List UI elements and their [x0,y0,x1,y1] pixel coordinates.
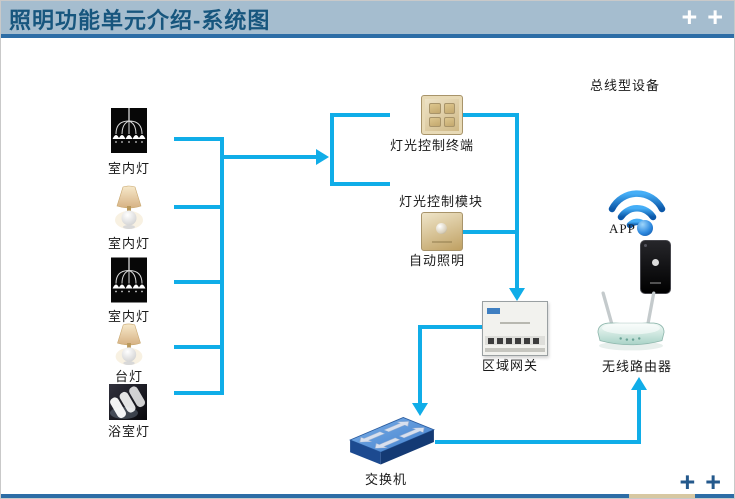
table-lamp-icon [115,323,143,366]
lamp-label: 室内灯 [107,236,150,251]
connector-line [174,391,221,395]
bracket-line [330,182,390,186]
page-title: 照明功能单元介绍-系统图 [9,8,271,33]
connector-line [435,440,641,444]
plus-icon[interactable]: + [707,2,723,32]
table-lamp-icon [115,185,143,229]
lamp-label: 室内灯 [107,161,150,176]
auto-lighting-sensor-icon [421,212,463,251]
header-plus-group: + + [681,1,723,34]
smartphone-icon [640,240,671,294]
plus-icon[interactable]: + [705,467,721,497]
app-sphere-icon [637,220,653,236]
footer-accent [629,494,695,498]
gateway-chip [487,308,500,314]
panel-button [443,103,455,114]
footer-bar [1,494,734,498]
chandelier-icon [111,108,147,153]
bathroom-light-icon [109,384,147,420]
connector-line [174,280,221,284]
connector-line [174,345,221,349]
arrow-head-down [509,288,525,301]
bracket-line [330,113,334,186]
plus-icon[interactable]: + [681,2,698,32]
connector-line [461,230,517,234]
wireless-router-icon [597,291,665,351]
connector-trunk-line [220,137,224,395]
control-terminal-label: 灯光控制终端 [389,138,474,153]
title-bar: 照明功能单元介绍-系统图 + + [1,1,734,34]
apple-logo [651,258,659,266]
gateway-terminal-strip [485,336,545,345]
lamp-label: 台灯 [114,369,143,384]
connector-line [174,137,221,141]
light-control-terminal-icon [421,95,463,135]
connector-line [418,325,422,404]
sensor-mark [432,240,452,243]
phone-camera [644,244,647,247]
connector-line [515,113,519,289]
chandelier-icon [111,257,147,303]
gateway-device-icon [482,301,548,356]
switch-label: 交换机 [364,472,407,487]
gateway-foot [485,348,545,352]
lamp-label: 浴室灯 [107,424,150,439]
bracket-line [330,113,390,117]
connector-line [174,205,221,209]
arrow-head-right [316,149,329,165]
connector-line [637,390,641,444]
footer-plus-group: + + [679,469,721,496]
connector-line [463,113,517,117]
gateway-label: 区域网关 [481,358,538,373]
lamp-label: 室内灯 [107,309,150,324]
connector-line [224,155,317,159]
gateway-text-line [499,322,531,324]
panel-button [429,103,441,114]
title-underline-divider [1,34,734,38]
panel-button [443,116,455,127]
phone-mark [650,281,661,284]
bus-device-label: 总线型设备 [589,78,660,93]
connector-line [420,325,486,329]
control-module-label: 灯光控制模块 [398,194,483,209]
panel-button [429,116,441,127]
sensor-ball [436,222,447,234]
auto-lighting-label: 自动照明 [408,253,465,268]
arrow-head-up [631,377,647,390]
network-switch-icon [349,417,435,465]
router-label: 无线路由器 [601,359,672,374]
plus-icon[interactable]: + [679,467,696,497]
arrow-head-down [412,403,428,416]
app-label: APP [609,221,636,236]
